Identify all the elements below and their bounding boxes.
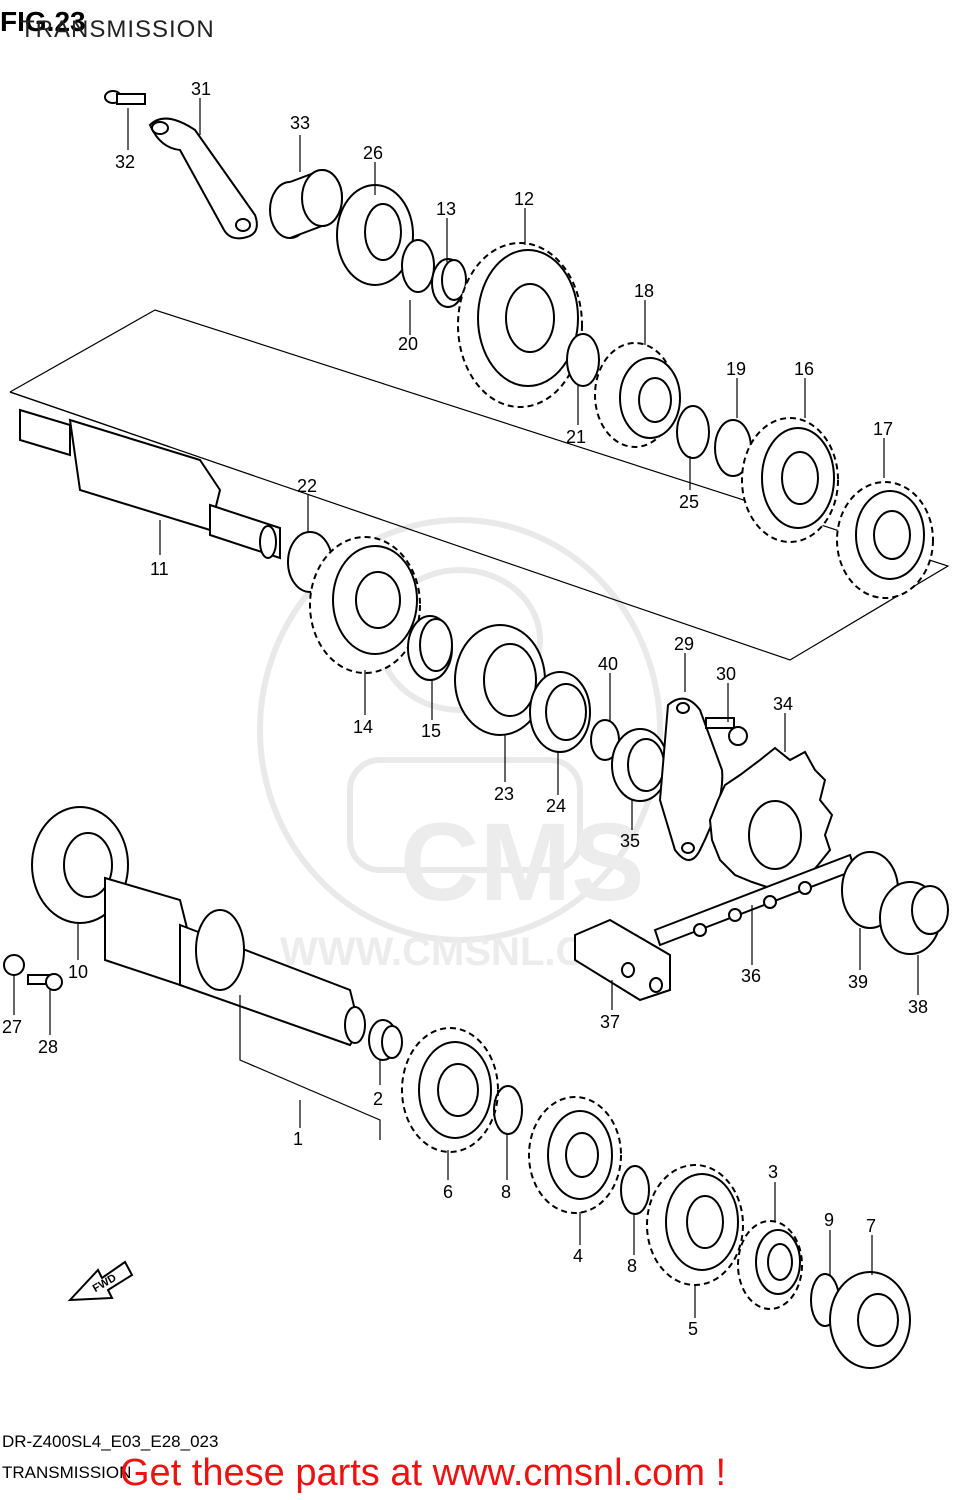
figure-title: TRANSMISSION bbox=[20, 16, 215, 43]
leader-lines bbox=[13, 98, 919, 1318]
label-1: 1 bbox=[293, 1129, 303, 1149]
label-22: 22 bbox=[297, 476, 317, 496]
label-31: 31 bbox=[191, 79, 211, 99]
part-12-gear bbox=[457, 242, 583, 408]
part-5-gear bbox=[646, 1164, 744, 1286]
part-25-circlip bbox=[676, 405, 710, 459]
part-36-chain bbox=[653, 853, 857, 947]
part-24-oil-seal bbox=[529, 671, 591, 753]
label-38: 38 bbox=[908, 997, 928, 1017]
part-8-circlip-upper bbox=[493, 1085, 523, 1135]
label-8-upper: 8 bbox=[501, 1182, 511, 1202]
label-15: 15 bbox=[421, 721, 441, 741]
part-17-gear bbox=[836, 481, 934, 599]
label-12: 12 bbox=[514, 189, 534, 209]
label-11: 11 bbox=[150, 559, 169, 579]
label-37: 37 bbox=[600, 1012, 620, 1032]
label-19: 19 bbox=[726, 359, 746, 379]
part-30-screw bbox=[705, 717, 748, 746]
part-4-gear bbox=[528, 1096, 622, 1214]
countershaft-frame bbox=[9, 309, 950, 661]
part-13-needle-bearing bbox=[431, 258, 467, 308]
figure-number: FIG.23 bbox=[0, 6, 86, 37]
label-27: 27 bbox=[2, 1017, 22, 1037]
part-labels: 1 2 3 4 5 6 7 8 8 9 10 11 12 13 14 15 16… bbox=[2, 79, 928, 1339]
label-2: 2 bbox=[373, 1089, 383, 1109]
part-2-needle-bearing bbox=[368, 1019, 403, 1061]
part-20-washer bbox=[401, 239, 435, 293]
label-40: 40 bbox=[598, 654, 618, 674]
part-16-gear bbox=[741, 417, 839, 543]
part-34-sprocket bbox=[708, 746, 834, 890]
promo-link[interactable]: Get these parts at www.cmsnl.com ! bbox=[120, 1452, 727, 1494]
label-25: 25 bbox=[679, 492, 699, 512]
part-28-screw bbox=[27, 973, 63, 991]
label-3: 3 bbox=[768, 1162, 778, 1182]
label-13: 13 bbox=[436, 199, 456, 219]
diagram-name: TRANSMISSION bbox=[2, 1463, 132, 1482]
label-20: 20 bbox=[398, 334, 418, 354]
part-31-shift-lever bbox=[148, 117, 258, 240]
part-32-screw bbox=[104, 90, 146, 105]
diagram-code: DR-Z400SL4_E03_E28_023 bbox=[2, 1432, 219, 1451]
watermark-brand: CMS bbox=[400, 801, 644, 924]
label-5: 5 bbox=[688, 1319, 698, 1339]
label-23: 23 bbox=[494, 784, 514, 804]
part-7-bearing bbox=[829, 1271, 911, 1369]
part-33-bushing bbox=[269, 168, 343, 239]
label-34: 34 bbox=[773, 694, 793, 714]
label-39: 39 bbox=[848, 972, 868, 992]
label-29: 29 bbox=[674, 634, 694, 654]
label-18: 18 bbox=[634, 281, 654, 301]
label-30: 30 bbox=[716, 664, 736, 684]
label-9: 9 bbox=[824, 1210, 834, 1230]
part-38-nut bbox=[879, 881, 949, 955]
label-26: 26 bbox=[363, 143, 383, 163]
label-10: 10 bbox=[68, 962, 88, 982]
label-16: 16 bbox=[794, 359, 814, 379]
part-3-gear bbox=[737, 1220, 803, 1310]
label-17: 17 bbox=[873, 419, 893, 439]
watermark: CMS WWW.CMSNL.COM bbox=[257, 517, 663, 974]
label-36: 36 bbox=[741, 966, 761, 986]
part-15-bushing bbox=[407, 615, 453, 681]
part-11-countershaft bbox=[19, 408, 281, 560]
part-6-gear bbox=[401, 1027, 499, 1153]
part-1-driveshaft bbox=[104, 876, 366, 1047]
label-32: 32 bbox=[115, 152, 135, 172]
part-14-gear bbox=[309, 536, 421, 674]
label-33: 33 bbox=[290, 113, 310, 133]
label-4: 4 bbox=[573, 1246, 583, 1266]
forward-arrow-icon: FWD bbox=[67, 1260, 134, 1302]
part-23-bearing bbox=[454, 624, 546, 736]
part-27-cap bbox=[3, 954, 25, 976]
part-26-bearing bbox=[336, 184, 414, 286]
part-35-spacer bbox=[611, 728, 669, 802]
label-24: 24 bbox=[546, 796, 566, 816]
label-35: 35 bbox=[620, 831, 640, 851]
part-37-master-link bbox=[574, 918, 671, 1002]
part-21-washer bbox=[566, 333, 600, 387]
label-14: 14 bbox=[353, 717, 373, 737]
label-6: 6 bbox=[443, 1182, 453, 1202]
label-7: 7 bbox=[866, 1216, 876, 1236]
label-8-lower: 8 bbox=[627, 1256, 637, 1276]
label-28: 28 bbox=[38, 1037, 58, 1057]
part-8-circlip-lower bbox=[620, 1165, 650, 1215]
label-21: 21 bbox=[566, 427, 586, 447]
part-18-gear bbox=[594, 342, 681, 448]
